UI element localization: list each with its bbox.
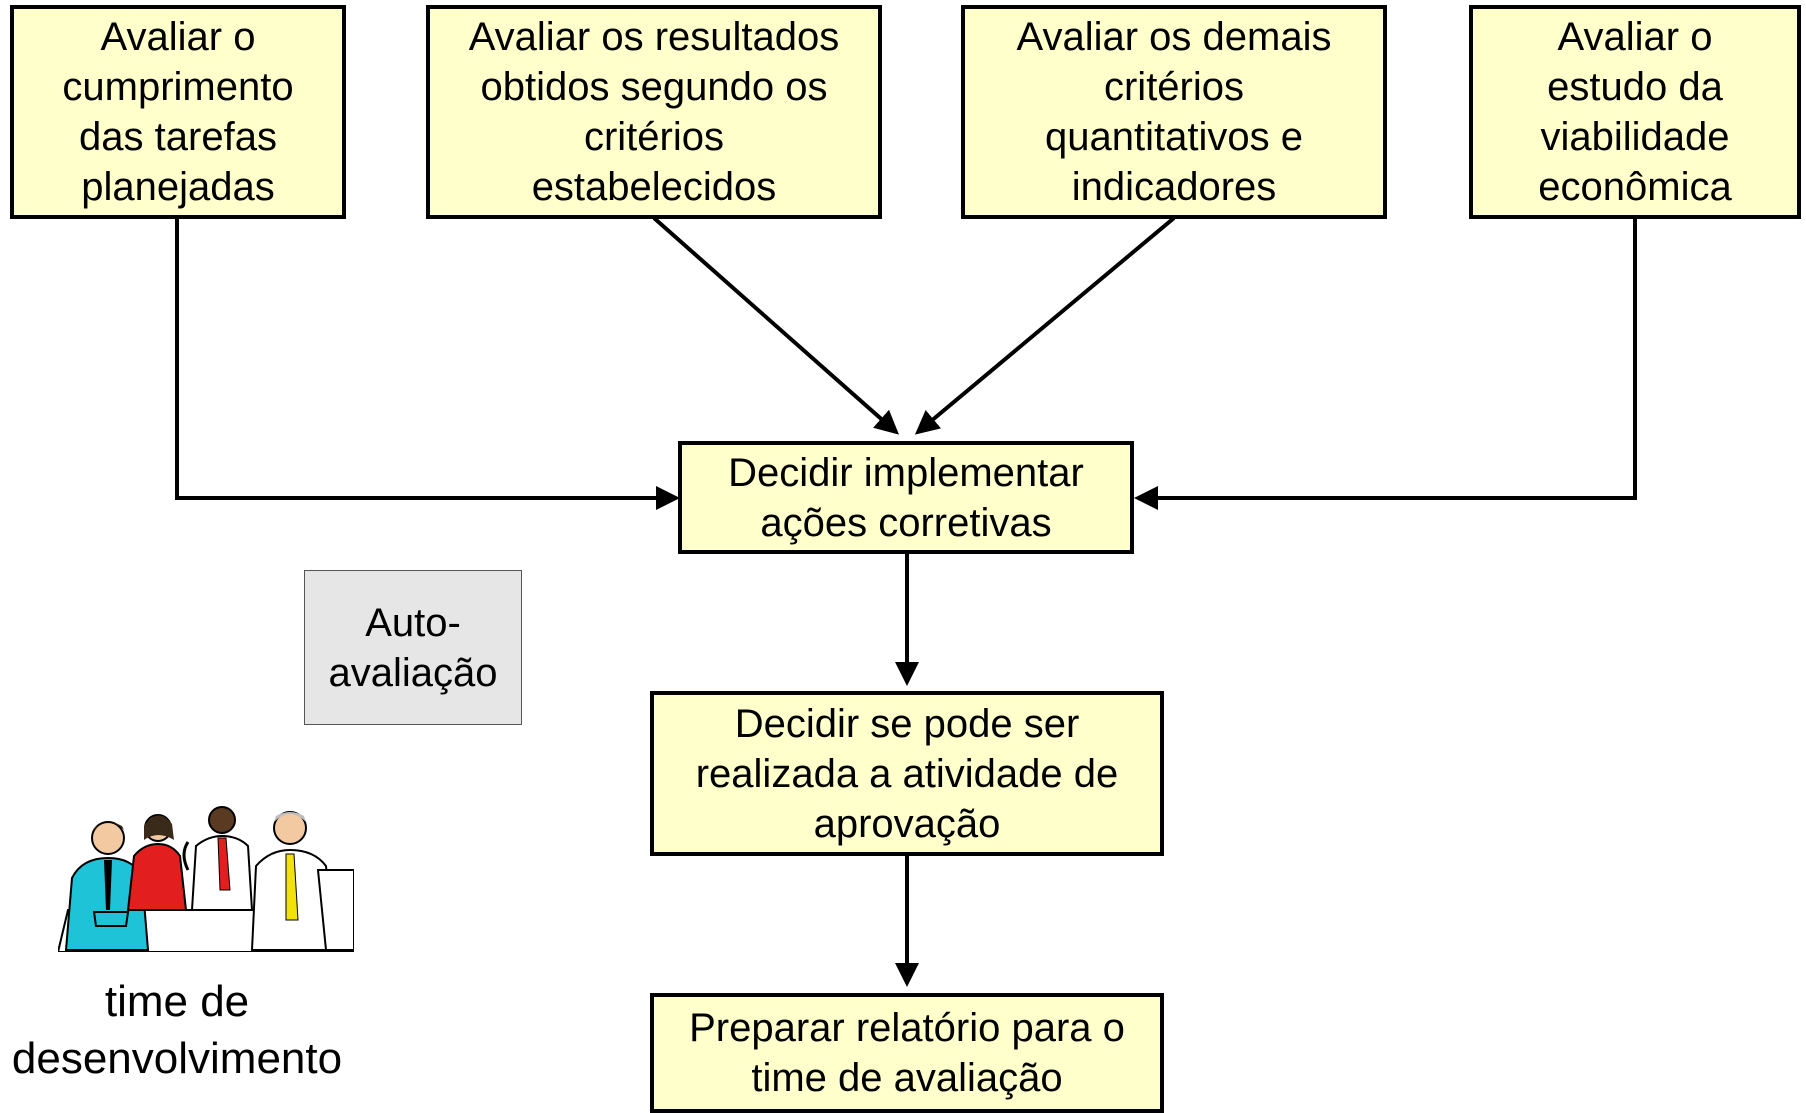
development-team-illustration-icon — [58, 806, 354, 952]
box-line: quantitativos e — [1045, 115, 1303, 159]
box-line: estabelecidos — [531, 165, 777, 209]
arrow-criteria-to-decision — [914, 216, 1176, 435]
box-evaluate-criteria: Avaliar os demais critérios quantitativo… — [961, 5, 1387, 219]
team-caption-line: desenvolvimento — [11, 1034, 343, 1083]
box-line: ações corretivas — [760, 500, 1052, 545]
box-line: cumprimento — [62, 65, 294, 109]
box-line: Decidir implementar — [728, 450, 1084, 495]
box-prepare-report: Preparar relatório para o time de avalia… — [650, 993, 1164, 1113]
box-line: critérios — [583, 115, 724, 159]
box-line: critérios — [1103, 65, 1245, 109]
person-4 — [250, 811, 354, 951]
box-line: time de avaliação — [751, 1056, 1063, 1100]
arrow-results-to-decision — [652, 216, 899, 435]
box-evaluate-viability: Avaliar o estudo da viabilidade econômic… — [1469, 5, 1801, 219]
box-line: realizada a atividade de — [695, 751, 1119, 796]
box-line: Avaliar o — [1557, 15, 1713, 59]
person-3 — [182, 806, 254, 911]
box-line: planejadas — [81, 165, 275, 209]
box-evaluate-results: Avaliar os resultados obtidos segundo os… — [426, 5, 882, 219]
self-eval-line: avaliação — [328, 650, 498, 695]
box-line: indicadores — [1071, 165, 1277, 209]
box-line: Avaliar o — [100, 15, 256, 59]
box-line: viabilidade — [1540, 115, 1730, 159]
team-caption-line: time de — [104, 977, 250, 1026]
box-line: Preparar relatório para o — [689, 1006, 1125, 1050]
box-line: estudo da — [1547, 65, 1723, 109]
arrow-viability-to-decision — [1134, 218, 1637, 510]
box-line: Decidir se pode ser — [734, 701, 1080, 746]
box-line: econômica — [1538, 165, 1732, 209]
self-eval-line: Auto- — [365, 600, 461, 645]
box-line: aprovação — [813, 801, 1001, 846]
arrow-tasks-to-decision — [175, 218, 680, 510]
person-1 — [64, 821, 150, 951]
box-line: Avaliar os resultados — [468, 15, 840, 59]
box-line: obtidos segundo os — [480, 65, 828, 109]
self-evaluation-label: Auto- avaliação — [304, 570, 522, 725]
box-line: Avaliar os demais — [1016, 15, 1332, 59]
person-2 — [126, 814, 188, 911]
box-evaluate-tasks: Avaliar o cumprimento das tarefas planej… — [10, 5, 346, 219]
box-decide-corrective-actions: Decidir implementar ações corretivas — [678, 441, 1134, 554]
box-line: das tarefas — [79, 115, 277, 159]
team-caption: time de desenvolvimento — [0, 973, 354, 1087]
box-decide-approval: Decidir se pode ser realizada a atividad… — [650, 691, 1164, 856]
